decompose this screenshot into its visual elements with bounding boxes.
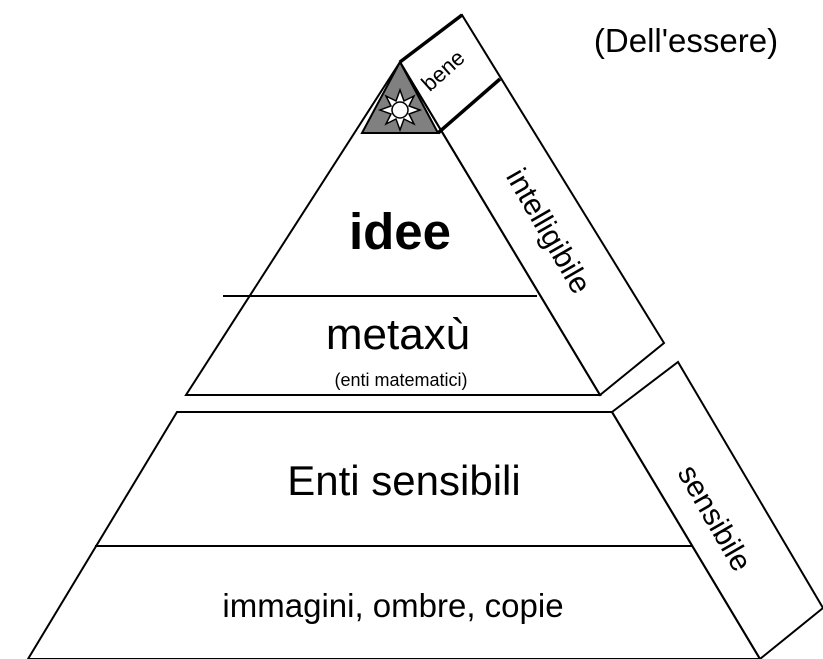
level-enti-sensibili-label: Enti sensibili — [287, 457, 520, 504]
bene-divider — [436, 77, 502, 135]
level-idee-label: idee — [349, 203, 451, 260]
level-immagini-label: immagini, ombre, copie — [222, 587, 563, 624]
bene-label: bene — [416, 45, 469, 96]
diagram-title: (Dell'essere) — [594, 22, 778, 59]
level-metaxu-label: metaxù — [326, 310, 470, 359]
level-metaxu-sublabel: (enti matematici) — [334, 370, 467, 390]
bene-top-edge — [398, 13, 464, 64]
sensibile-band — [610, 360, 823, 659]
sensibile-label: sensibile — [671, 459, 758, 577]
lower-pyramid-outline — [26, 411, 762, 659]
intelligibile-label: intelligibile — [499, 163, 597, 299]
sun-icon — [377, 87, 423, 133]
